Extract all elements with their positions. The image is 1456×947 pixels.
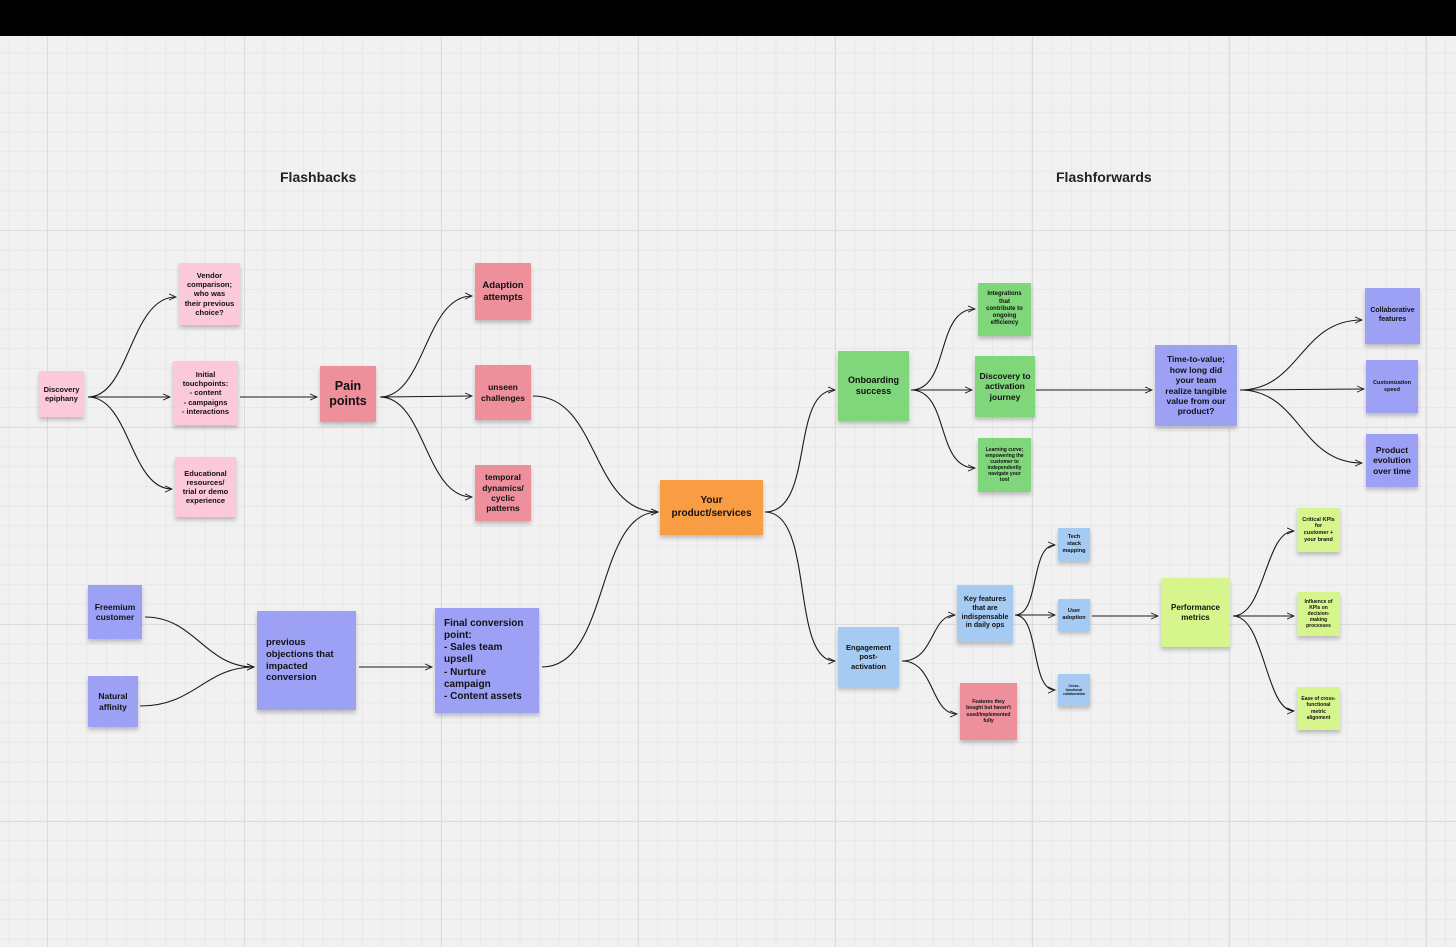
connector [901,660,957,714]
sticky-performance-metrics[interactable]: Performance metrics [1161,578,1230,647]
connector [764,511,835,661]
sticky-collaborative-features[interactable]: Collaborative features [1365,288,1420,344]
sticky-previous-objections[interactable]: previous objections that impacted conver… [257,611,356,710]
sticky-learning-curve[interactable]: Learning curve; empowering the customer … [978,438,1031,492]
sticky-influence-kpis[interactable]: Influence of KPIs on decision- making pr… [1297,592,1340,636]
sticky-tech-stack-mapping[interactable]: Tech stack mapping [1058,528,1090,561]
connector [1232,531,1294,617]
sticky-integrations[interactable]: Integrations that contribute to ongoing … [978,283,1031,336]
connector [764,390,835,513]
sticky-time-to-value[interactable]: Time-to-value; how long did your team re… [1155,345,1237,426]
flashbacks-heading: Flashbacks [280,169,357,185]
sticky-customization-speed[interactable]: Customization speed [1366,360,1418,413]
connector [1239,389,1364,390]
sticky-product-evolution[interactable]: Product evolution over time [1366,434,1418,487]
sticky-ease-cross-functional[interactable]: Ease of cross- functional metric alignme… [1297,687,1340,730]
connector [379,396,472,397]
connector [1239,389,1362,463]
connector [87,297,176,398]
connector [910,309,975,391]
sticky-discovery-epiphany[interactable]: Discovery epiphany [39,371,84,417]
connector [532,395,658,512]
sticky-engagement-post-activation[interactable]: Engagement post- activation [838,627,899,687]
connector [87,396,172,489]
connector [901,615,955,662]
sticky-vendor-comparison[interactable]: Vendor comparison; who was their previou… [179,263,240,325]
connector [1014,614,1055,690]
sticky-initial-touchpoints[interactable]: Initial touchpoints: - content - campaig… [173,361,238,425]
connector [910,389,975,468]
connector [144,616,254,667]
connector [541,512,658,668]
sticky-final-conversion[interactable]: Final conversion point: - Sales team ups… [435,608,539,713]
top-bar [0,0,1456,36]
sticky-unseen-challenges[interactable]: unseen challenges [475,365,531,420]
connector [1232,615,1294,711]
sticky-features-unused[interactable]: Features they bought but haven't used/im… [960,683,1017,740]
flashforwards-heading: Flashforwards [1056,169,1152,185]
connector [139,667,254,707]
sticky-pain-points[interactable]: Pain points [320,366,376,422]
sticky-discovery-activation[interactable]: Discovery to activation journey [975,356,1035,417]
connector [379,396,472,497]
connector [1239,320,1362,391]
sticky-natural-affinity[interactable]: Natural affinity [88,676,138,727]
sticky-adaption-attempts[interactable]: Adaption attempts [475,263,531,320]
connector [1014,545,1055,616]
sticky-onboarding-success[interactable]: Onboarding success [838,351,909,421]
sticky-cross-functional-collaboration[interactable]: Cross- functional collaboration [1058,674,1090,706]
connector [379,296,472,398]
sticky-user-adoption[interactable]: User adoption [1058,599,1090,631]
sticky-your-product[interactable]: Your product/services [660,480,763,535]
sticky-critical-kpis[interactable]: Critical KPIs for customer + your brand [1297,508,1340,552]
sticky-educational-resources[interactable]: Educational resources/ trial or demo exp… [175,457,236,517]
sticky-freemium-customer[interactable]: Freemium customer [88,585,142,639]
sticky-key-features[interactable]: Key features that are indispensable in d… [957,585,1013,642]
sticky-temporal-dynamics[interactable]: temporal dynamics/ cyclic patterns [475,465,531,521]
